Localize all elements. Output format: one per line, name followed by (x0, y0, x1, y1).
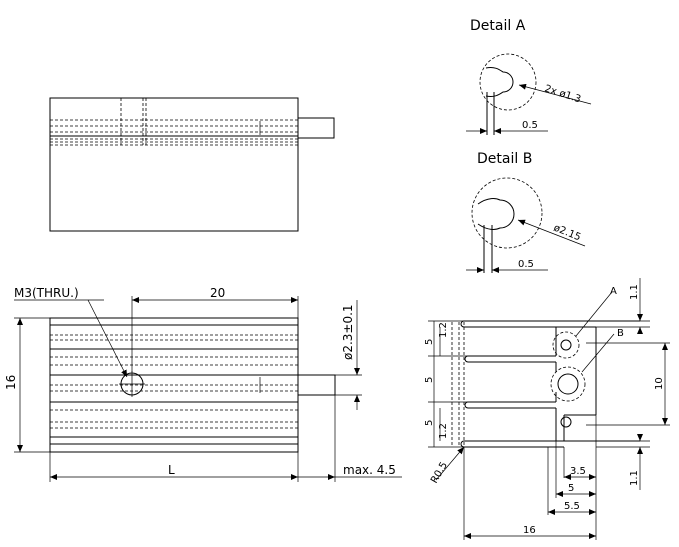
side-view-hole-b (560, 416, 572, 428)
dim-protrusion: max. 4.5 (343, 463, 396, 477)
detail-b-boundary (471, 177, 543, 249)
callout-a-circle (552, 331, 580, 359)
top-view (49, 97, 335, 232)
side-dim-left-3: 5 (424, 377, 435, 383)
thread-label: M3(THRU.) (14, 286, 79, 300)
detail-a-boundary (479, 53, 537, 111)
side-dim-width: 16 (523, 525, 536, 536)
side-dim-bot-1: 3.5 (570, 466, 586, 477)
side-dim-bot-2: 5 (568, 483, 574, 494)
side-dim-left-1: 5 (424, 339, 435, 345)
dim-height: 16 (4, 375, 18, 390)
detail-a-title: Detail A (470, 18, 526, 34)
side-view-hole-a (560, 339, 572, 351)
side-dim-left-2: 1.2 (438, 322, 449, 338)
top-view-body (49, 97, 299, 232)
front-view-pin (297, 374, 336, 396)
front-view: M3(THRU.) 20 16 L max. 4.5 ø2.3±0.1 (4, 286, 402, 482)
detail-b: Detail B 0.5 ø2.15 (466, 151, 586, 273)
side-dim-bot-3: 5.5 (564, 501, 580, 512)
detail-a-hole (485, 67, 514, 97)
side-view: A B 5 1.2 5 5 1.2 1.1 10 1.1 R0. (424, 278, 670, 540)
detail-b-hole (477, 198, 515, 230)
side-dim-left-5: 1.2 (438, 423, 449, 439)
detail-b-width-label: 0.5 (518, 259, 534, 270)
detail-b-diameter-label: ø2.15 (552, 223, 582, 244)
detail-a-width-label: 0.5 (522, 120, 538, 131)
callout-b-label: B (617, 328, 624, 339)
dim-top: 20 (210, 286, 225, 300)
detail-a: Detail A 0.5 2x ø1.3 (466, 18, 592, 135)
side-view-pin (557, 373, 579, 395)
dim-length: L (168, 463, 175, 477)
side-dim-right-bot: 1.1 (629, 470, 640, 486)
side-dim-right-mid: 10 (654, 377, 665, 390)
side-dim-left-4: 5 (424, 420, 435, 426)
detail-b-title: Detail B (477, 151, 532, 167)
dim-pin-diameter: ø2.3±0.1 (341, 304, 355, 360)
side-radius-label: R0.5 (429, 460, 450, 485)
callout-b-circle (550, 366, 586, 402)
top-view-pin (297, 117, 335, 139)
callout-a-label: A (610, 286, 617, 297)
detail-a-diameter-label: 2x ø1.3 (543, 83, 582, 105)
side-dim-right-top: 1.1 (629, 284, 640, 300)
